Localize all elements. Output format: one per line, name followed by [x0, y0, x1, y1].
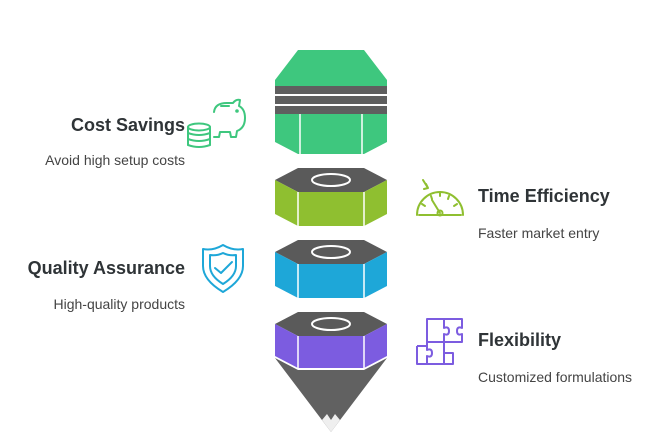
top-cap-rim	[275, 80, 387, 86]
segment-flexibility	[275, 312, 387, 368]
nut-top	[275, 312, 387, 336]
nut-body	[275, 252, 387, 298]
cost-savings-description: Avoid high setup costs	[45, 152, 185, 168]
nut-body	[275, 324, 387, 368]
cost-savings-title: Cost Savings	[70, 115, 185, 135]
coin-band-1	[275, 86, 387, 94]
segment-cost-savings	[275, 50, 387, 154]
segment-time-efficiency	[275, 168, 387, 226]
coin-band-2	[275, 96, 387, 104]
top-cap	[275, 50, 387, 80]
quality-assurance-description: High-quality products	[53, 296, 185, 312]
nut-hole	[311, 245, 351, 259]
speedometer-icon	[416, 179, 464, 217]
nut-body	[275, 180, 387, 226]
coin-sep-1	[275, 94, 387, 96]
funnel-tip	[275, 358, 387, 432]
puzzle-pieces-icon	[416, 318, 463, 365]
time-efficiency-title: Time Efficiency	[478, 186, 610, 206]
nut-top	[275, 168, 387, 192]
coin-band-3	[275, 106, 387, 114]
flexibility-description: Customized formulations	[478, 369, 633, 385]
segment-quality-assurance	[275, 240, 387, 298]
time-efficiency-description: Faster market entry	[478, 225, 600, 241]
segment-body	[275, 114, 387, 154]
shield-check-icon	[202, 244, 244, 293]
nut-hole	[311, 317, 351, 331]
quality-assurance-title: Quality Assurance	[27, 258, 185, 278]
coin-sep-2	[275, 104, 387, 106]
nut-top	[275, 240, 387, 264]
nut-hole	[311, 173, 351, 187]
flexibility-title: Flexibility	[478, 330, 562, 350]
piggy-bank-coins-icon	[187, 98, 246, 148]
